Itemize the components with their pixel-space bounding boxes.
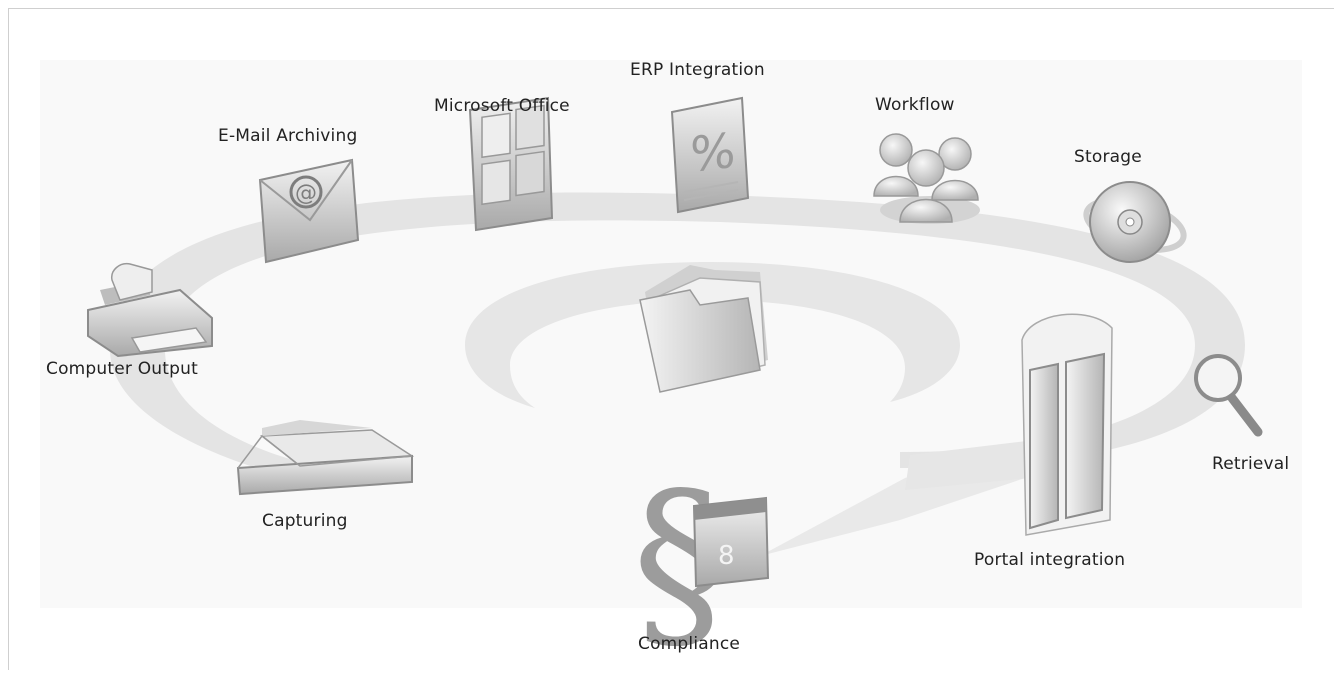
folder-icon xyxy=(639,265,768,393)
svg-text:%: % xyxy=(690,123,736,184)
scanner-icon xyxy=(236,420,415,496)
process-ring xyxy=(110,192,1245,556)
people-group-icon xyxy=(873,133,980,224)
label-compliance: Compliance xyxy=(638,634,741,654)
label-email-archiving: E-Mail Archiving xyxy=(218,126,358,146)
label-storage: Storage xyxy=(1074,147,1142,167)
label-microsoft-office: Microsoft Office xyxy=(434,96,570,116)
portal-door-icon xyxy=(1021,313,1113,536)
label-retrieval: Retrieval xyxy=(1212,454,1290,474)
envelope-at-icon: @ xyxy=(258,158,360,264)
percent-document-icon: % xyxy=(670,96,750,214)
svg-text:@: @ xyxy=(295,181,317,206)
calendar-number: 8 xyxy=(718,541,735,571)
label-portal-integration: Portal integration xyxy=(974,550,1126,570)
magnifier-icon xyxy=(1194,354,1263,437)
label-capturing: Capturing xyxy=(262,511,348,531)
inner-ring xyxy=(465,262,960,408)
paragraph-calendar-icon: § 8 xyxy=(632,452,770,673)
label-workflow: Workflow xyxy=(875,95,955,115)
label-computer-output: Computer Output xyxy=(46,359,198,379)
label-erp-integration: ERP Integration xyxy=(630,60,765,80)
diagram-frame xyxy=(8,8,1334,670)
office-grid-icon xyxy=(468,96,554,232)
disc-icon xyxy=(1083,181,1187,263)
printer-icon xyxy=(87,262,213,358)
